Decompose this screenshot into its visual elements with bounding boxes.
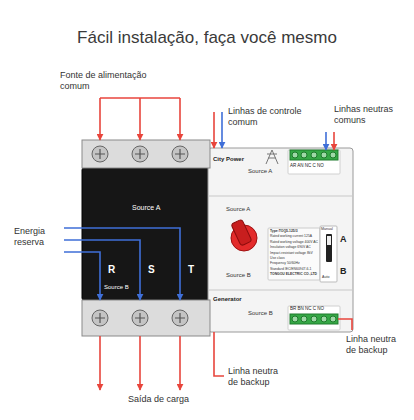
load-wire [139,336,141,390]
device-text: Rated working voltage 400V AC [270,241,318,245]
device-text: Source B [104,284,129,291]
mode-switch-body [320,226,337,282]
device-drawing [64,98,353,390]
backup-wire [64,252,100,300]
device-text: T [188,264,194,276]
device-text: Use class [270,257,285,261]
screw [321,316,327,322]
terminal-block: BR BN NC C NO [288,306,340,330]
device-text: AR AN NC C NO [290,163,324,168]
load-wire [99,336,101,390]
control-wire [221,112,223,148]
device-text: S [148,264,155,276]
neutral-wire [214,332,224,376]
spec-plate-body [268,228,320,280]
terminal-housing [82,300,210,336]
device-text: Type:TOQ5-125/3 [270,230,298,234]
control-panel-body [208,148,353,332]
callout-label: Energia reserva [14,226,60,248]
breaker-block: Source A R S T Source B [82,168,210,300]
screw [301,316,307,322]
device-text: BR BN NC C NO [290,306,324,311]
device-text: Source A [226,206,250,213]
callout-label: Saída de carga [128,394,189,405]
load-wire [179,336,181,390]
terminal-block-body [288,150,340,174]
control-panel: AR AN NC C NOType:TOQ5-125/3Rated workin… [208,148,353,332]
device-text: Generator [213,296,242,303]
device-text: Source A [132,204,160,212]
page-title: Fácil instalação, faça você mesmo [0,28,414,48]
screw [330,152,336,158]
terminal-strip [290,150,338,160]
screw [311,316,317,322]
screw [292,152,298,158]
backup-wire [64,240,140,300]
terminal-housing [82,140,210,168]
device-text: Manual [321,227,333,231]
device-text: TONGOU ELECTRIC CO.,LTD [270,273,317,277]
device-text: Impact-resistant voltage 8kV [270,252,313,256]
screw [330,316,336,322]
device-text: B [340,266,347,276]
screw-slot [95,313,185,323]
breaker-block-body [82,168,210,300]
callout-label: Linhas neutras comuns [334,104,406,126]
backup-wire [64,228,180,300]
screw [292,316,298,322]
device-text: Insulation voltage 690V AC [270,246,311,250]
control-wire [213,112,215,148]
device-text: Auto [322,275,329,279]
device-text: Source B [226,272,251,279]
neutral-wire [325,132,327,150]
terminal-strip [290,314,338,324]
device-text: Frequency 50/60Hz [270,262,300,266]
mode-switch: ManualAuto [320,226,337,282]
callout-label: Fonte de alimentação comum [60,70,156,92]
terminal-block: AR AN NC C NO [288,150,340,174]
terminal-block-body [288,306,340,330]
callout-label: Linha neutra de backup [346,334,408,356]
screw [301,152,307,158]
slider-thumb [327,236,331,245]
neutral-wire [338,319,352,330]
panel-divider [208,196,353,290]
device-text: R [108,264,115,276]
device-text: Source A [248,168,272,175]
screw [321,152,327,158]
power-wire [99,98,101,140]
neutral-wire [333,132,335,150]
screw [311,152,317,158]
tower-icon [266,150,278,164]
callout-label: Linha neutra de backup [228,366,290,388]
device-text: Source B [248,310,273,317]
power-wire [179,98,181,140]
mode-slider [326,234,332,262]
device-text: A [340,234,347,244]
callout-label: Linhas de controle comum [228,106,312,128]
screw-slot [95,149,185,159]
device-text: City Power [213,156,244,163]
device-text: Rated working current 125A [270,235,312,239]
knob-handle [231,219,252,246]
spec-plate: Type:TOQ5-125/3Rated working current 125… [268,228,320,280]
power-wire [139,98,141,140]
device-text: Standard IEC/EN60947-6-1 [270,268,311,272]
